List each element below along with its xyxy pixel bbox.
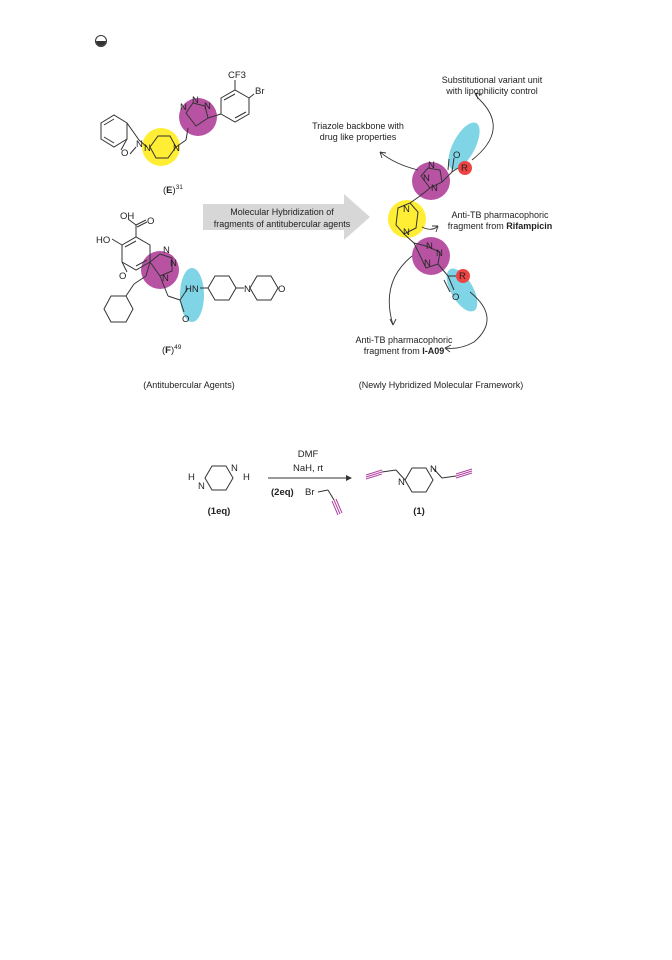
atom-n-bottom-1: N xyxy=(426,241,433,252)
atom-o-bottom: O xyxy=(452,292,459,303)
compound-e-label: (E)31 xyxy=(163,184,183,196)
annotation-arrows xyxy=(379,92,494,353)
atom-n-triazole-f1: N xyxy=(163,245,170,256)
compound-f-structure: HO OH O O N N N HN O N O xyxy=(96,211,285,325)
atom-ring-o: O xyxy=(119,271,126,282)
ann-triazole-2: drug like properties xyxy=(320,132,397,142)
cyan-highlight-amide-f xyxy=(180,268,204,322)
compound-f-label: (F)49 xyxy=(162,344,182,356)
red-r-group-top xyxy=(458,161,472,175)
atom-n-triazole-2: N xyxy=(192,95,199,106)
cyan-highlight-bottom xyxy=(446,268,478,312)
purple-highlight-triazole-f xyxy=(141,251,179,289)
atom-n-top-3: N xyxy=(431,183,438,194)
ann-triazole-1: Triazole backbone with xyxy=(312,121,404,131)
product-n-right: N xyxy=(430,464,437,475)
reaction-scheme: H N N H (1eq) DMF NaH, rt (2eq) Br N N (… xyxy=(188,449,473,517)
atom-n-triazole-3: N xyxy=(204,101,211,112)
atom-n-triazole-f2: N xyxy=(170,258,177,269)
compound-e-structure: O N N N N N N CF3 Br xyxy=(100,70,265,166)
product-n-left: N xyxy=(398,477,405,488)
amide-nh: HN xyxy=(185,284,199,295)
start-label: (1eq) xyxy=(208,506,231,517)
start-n-right: N xyxy=(231,463,238,474)
purple-highlight-bottom-triazole xyxy=(412,237,450,275)
start-n-left: N xyxy=(198,481,205,492)
atom-n-triazole-f3: N xyxy=(162,273,169,284)
atom-n-pip-top: N xyxy=(403,204,410,215)
cyan-highlight-top xyxy=(448,122,480,170)
atom-n-top-1: N xyxy=(428,160,435,171)
hybrid-framework-structure: N N N O R N N N N N R O xyxy=(388,122,480,312)
journal-logo xyxy=(95,35,107,47)
start-h-left: H xyxy=(188,472,195,483)
reagent-br: Br xyxy=(305,487,315,498)
caption-right: (Newly Hybridized Molecular Framework) xyxy=(359,380,524,390)
atom-morph-n: N xyxy=(244,284,251,295)
hybridization-text-2: fragments of antitubercular agents xyxy=(214,219,351,229)
start-h-right: H xyxy=(243,472,250,483)
atom-n-top-2: N xyxy=(423,173,430,184)
product-label: (1) xyxy=(413,506,425,517)
group-acid-oh: OH xyxy=(120,211,134,222)
ann-variant-1: Substitutional variant unit xyxy=(442,75,543,85)
substituent-cf3: CF3 xyxy=(228,70,246,81)
atom-n-bottom-2: N xyxy=(436,248,443,259)
ann-ia09-1: Anti-TB pharmacophoric xyxy=(355,335,453,345)
hybridization-text-1: Molecular Hybridization of xyxy=(230,207,334,217)
atom-n-isoxazole: N xyxy=(136,139,143,150)
purple-highlight-triazole-e xyxy=(179,98,217,136)
reagent-equiv: (2eq) xyxy=(271,487,294,498)
group-ho: HO xyxy=(96,235,110,246)
ann-rifampicin-1: Anti-TB pharmacophoric xyxy=(451,210,549,220)
atom-n-pip-bottom: N xyxy=(403,227,410,238)
r-label-top: R xyxy=(461,163,468,174)
ann-variant-2: with lipophilicity control xyxy=(445,86,538,96)
atom-morph-o: O xyxy=(278,284,285,295)
atom-o-top: O xyxy=(453,150,460,161)
atom-n-piperazine-2: N xyxy=(173,143,180,154)
atom-n-triazole-1: N xyxy=(180,102,187,113)
ann-ia09-2: fragment from I-A09 xyxy=(364,346,445,356)
substituent-br: Br xyxy=(255,86,265,97)
ann-rifampicin-2: fragment from Rifampicin xyxy=(448,221,553,231)
hybridization-arrow: Molecular Hybridization of fragments of … xyxy=(203,194,370,240)
reagent-solvent: DMF xyxy=(298,449,319,460)
r-label-bottom: R xyxy=(459,271,466,282)
atom-n-bottom-3: N xyxy=(424,258,431,269)
atom-o-isoxazole: O xyxy=(121,148,128,159)
red-r-group-bottom xyxy=(456,269,470,283)
atom-carbonyl-o-f: O xyxy=(147,216,154,227)
atom-amide-o: O xyxy=(182,314,189,325)
caption-left: (Antitubercular Agents) xyxy=(143,380,235,390)
atom-n-piperazine-1: N xyxy=(144,143,151,154)
reagent-conditions: NaH, rt xyxy=(293,463,323,474)
